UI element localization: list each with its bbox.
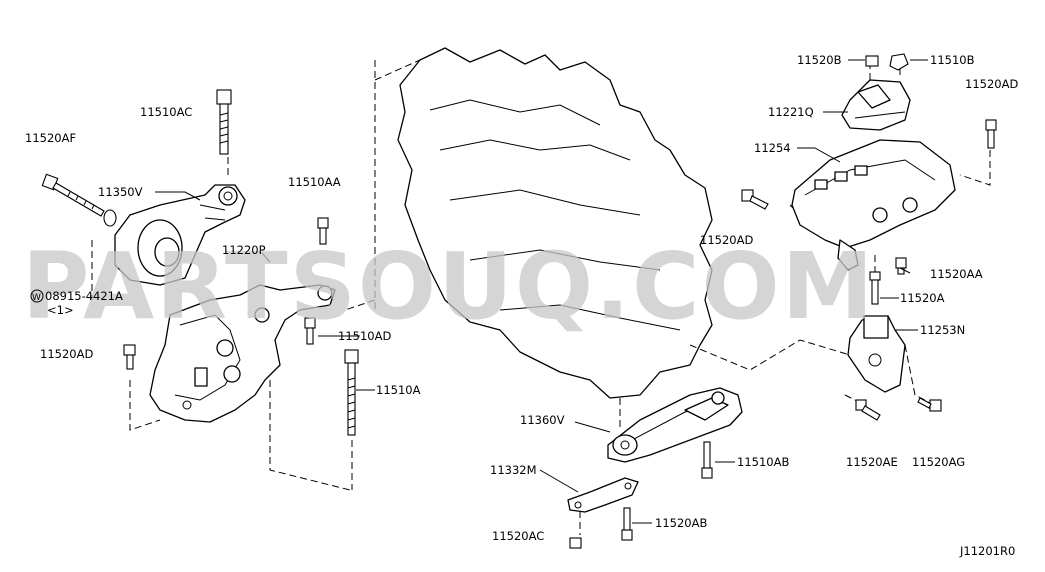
bolt-11520ag xyxy=(917,397,942,412)
label-08915-qty: <1> xyxy=(47,303,74,317)
nut-11510b xyxy=(889,53,909,71)
label-11520ab: 11520AB xyxy=(655,516,707,530)
label-11520aa: 11520AA xyxy=(930,267,983,281)
bracket-11332m xyxy=(567,477,639,513)
label-11510aa: 11510AA xyxy=(288,175,341,189)
label-11253n: 11253N xyxy=(920,323,965,337)
bolt-11520ac xyxy=(569,537,582,549)
bracket-11254 xyxy=(791,139,956,271)
label-11520b: 11520B xyxy=(797,53,842,67)
label-11220p: 11220P xyxy=(222,243,266,257)
label-11510b: 11510B xyxy=(930,53,975,67)
label-11221q: 11221Q xyxy=(768,105,814,119)
label-11520ac: 11520AC xyxy=(492,529,544,543)
bolt-11510ab xyxy=(701,441,713,479)
bolt-11510ac xyxy=(216,89,232,155)
bolt-11520ad-right xyxy=(985,119,997,149)
label-11510ad: 11510AD xyxy=(338,329,391,343)
diagram-code: J11201R0 xyxy=(959,544,1015,558)
washer-symbol: W xyxy=(30,289,44,303)
label-11510a: 11510A xyxy=(376,383,421,397)
label-11360v: 11360V xyxy=(520,413,565,427)
engine-mount-11350v xyxy=(114,184,246,286)
bracket-11220p xyxy=(149,284,336,423)
leader-lines xyxy=(155,59,928,524)
bracket-11253n xyxy=(847,315,906,393)
bolt-11510aa xyxy=(317,217,329,245)
bolt-11520ad-mid xyxy=(741,189,769,210)
bolt-11520ad-left xyxy=(123,344,136,370)
label-11520ad-mid: 11520AD xyxy=(700,233,753,247)
label-11510ac: 11510AC xyxy=(140,105,192,119)
bolt-11520af xyxy=(41,173,117,227)
label-11520a: 11520A xyxy=(900,291,945,305)
label-11254: 11254 xyxy=(754,141,791,155)
bolt-11520ab xyxy=(621,507,633,541)
label-11520ad-right: 11520AD xyxy=(965,77,1018,91)
bolt-11520aa xyxy=(895,257,907,275)
torque-rod-11360v xyxy=(607,387,743,463)
bolt-11520ae xyxy=(855,399,881,421)
label-11332m: 11332M xyxy=(490,463,537,477)
label-11520ae: 11520AE xyxy=(846,455,898,469)
label-11510ab: 11510AB xyxy=(737,455,789,469)
label-08915-4421a: 08915-4421A xyxy=(45,289,123,303)
bolt-11510a xyxy=(344,349,359,436)
label-11520ad-left: 11520AD xyxy=(40,347,93,361)
stud-11520a xyxy=(869,271,881,305)
nut-11520b xyxy=(865,55,879,67)
label-11520ag: 11520AG xyxy=(912,455,965,469)
washer-symbol-letter: W xyxy=(32,293,41,303)
insulator-11221q xyxy=(841,79,911,131)
bolt-11510ad xyxy=(304,317,316,345)
engine-block-outline xyxy=(397,47,713,399)
label-11520af: 11520AF xyxy=(25,131,76,145)
label-11350v: 11350V xyxy=(98,185,143,199)
watermark-text: PARTSOUQ.COM xyxy=(22,233,875,340)
